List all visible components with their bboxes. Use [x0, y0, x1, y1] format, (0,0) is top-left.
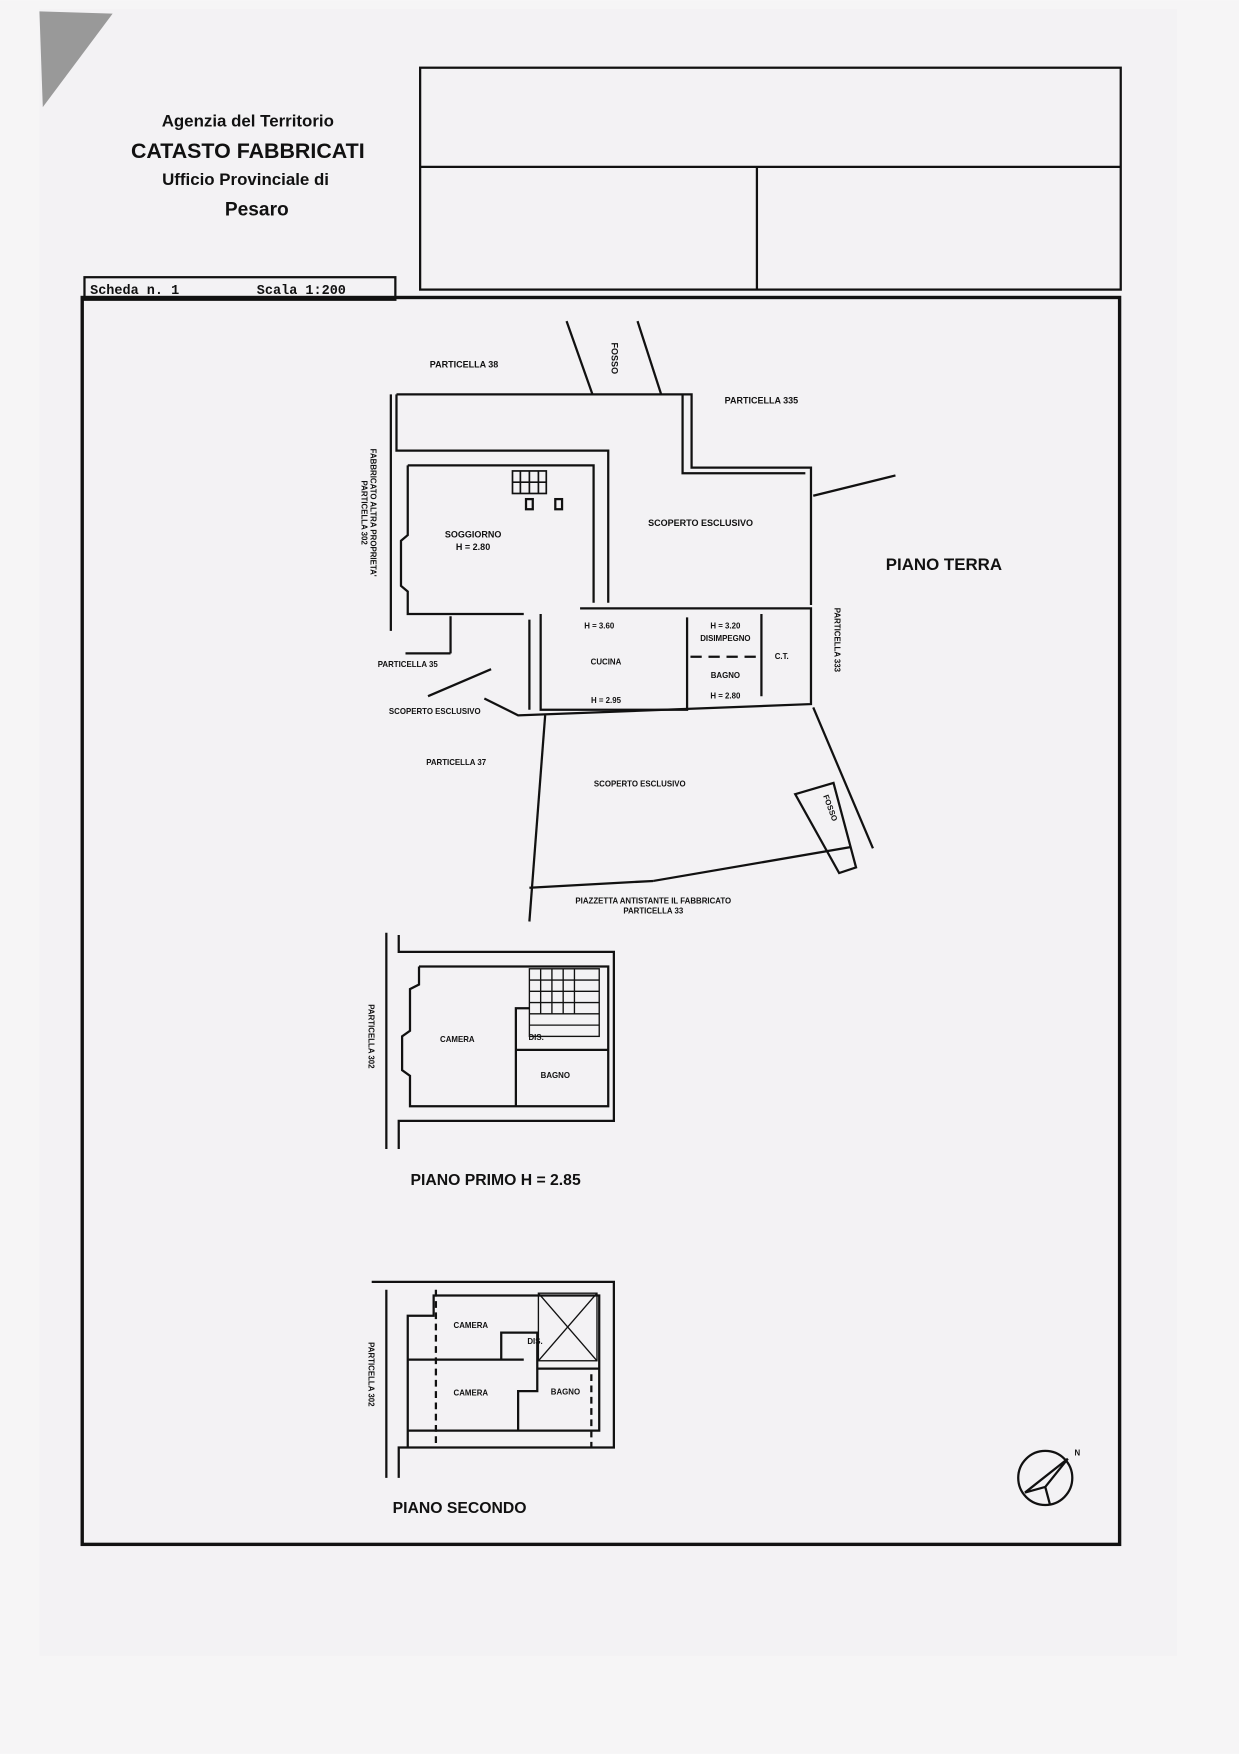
header: Agenzia del Territorio CATASTO FABBRICAT… [131, 111, 365, 220]
sheet-info-box: Scheda n. 1 Scala 1:200 [83, 276, 397, 301]
room-cucina: CUCINA [591, 658, 622, 667]
label-adjacent-building: FABBRICATO ALTRA PROPRIETA' [369, 449, 378, 577]
scoperto-esclusivo-top: SCOPERTO ESCLUSIVO [648, 518, 753, 528]
cucina-height: H = 2.95 [591, 696, 622, 705]
sf-room-camera-1: CAMERA [454, 1321, 489, 1330]
ground-floor-title: PIANO TERRA [886, 555, 1002, 574]
room-soggiorno: SOGGIORNO [445, 529, 502, 539]
sf-label-particella-302: PARTICELLA 302 [366, 1342, 375, 1407]
room-ct: C.T. [775, 652, 789, 661]
sf-room-bagno: BAGNO [551, 1388, 580, 1397]
staircase [528, 968, 600, 1038]
bagno-height: H = 2.80 [710, 691, 741, 700]
sheet-number: Scheda n. 1 [90, 284, 179, 299]
scale: Scala 1:200 [257, 284, 346, 299]
scanned-page [39, 9, 1178, 1656]
label-particella-333: PARTICELLA 333 [833, 608, 842, 673]
office-label: Ufficio Provinciale di [162, 170, 329, 189]
first-floor-plan: PARTICELLA 302 CAMERA DIS. BAGNO PIANO P… [366, 932, 615, 1189]
ff-room-camera: CAMERA [440, 1035, 475, 1044]
soggiorno-height: H = 2.80 [456, 542, 490, 552]
agency-name: Agenzia del Territorio [162, 111, 334, 130]
scoperto-esclusivo-bottom: SCOPERTO ESCLUSIVO [594, 779, 686, 788]
first-floor-title: PIANO PRIMO H = 2.85 [410, 1172, 580, 1189]
label-fosso-top: FOSSO [610, 343, 620, 375]
drawing-frame [80, 295, 1122, 1547]
room-disimpegno: DISIMPEGNO [700, 634, 750, 643]
scoperto-esclusivo-left: SCOPERTO ESCLUSIVO [389, 707, 481, 716]
north-arrow-icon: N [1017, 1448, 1081, 1507]
label-piazzetta: PIAZZETTA ANTISTANTE IL FABBRICATO [575, 896, 731, 905]
ff-room-bagno: BAGNO [541, 1071, 570, 1080]
label-particella-33: PARTICELLA 33 [623, 907, 684, 916]
second-floor-title: PIANO SECONDO [393, 1500, 527, 1517]
label-particella-37: PARTICELLA 37 [426, 758, 487, 767]
sf-room-camera-2: CAMERA [454, 1389, 489, 1398]
ff-label-particella-302: PARTICELLA 302 [366, 1004, 375, 1069]
ff-room-dis: DIS. [528, 1033, 543, 1042]
label-particella-35: PARTICELLA 35 [378, 660, 439, 669]
label-particella-335: PARTICELLA 335 [725, 395, 799, 405]
staircase [537, 1292, 598, 1362]
folded-corner [39, 11, 113, 108]
height-360: H = 3.60 [584, 622, 615, 631]
ground-floor-plan: PARTICELLA 38 FOSSO PARTICELLA 335 FABBR… [360, 320, 1002, 922]
room-bagno: BAGNO [711, 671, 740, 680]
registry-name: CATASTO FABBRICATI [131, 139, 365, 163]
office-city: Pesaro [225, 199, 289, 220]
north-label: N [1075, 1448, 1081, 1457]
second-floor-plan: PARTICELLA 302 CAMERA CAMERA DIS. BAGNO … [366, 1280, 615, 1517]
header-boxes [419, 66, 1122, 291]
staircase [511, 470, 548, 495]
label-particella-38: PARTICELLA 38 [430, 359, 499, 369]
label-particella-302: PARTICELLA 302 [360, 480, 369, 545]
sf-room-dis: DIS. [527, 1337, 542, 1346]
height-320: H = 3.20 [710, 622, 741, 631]
